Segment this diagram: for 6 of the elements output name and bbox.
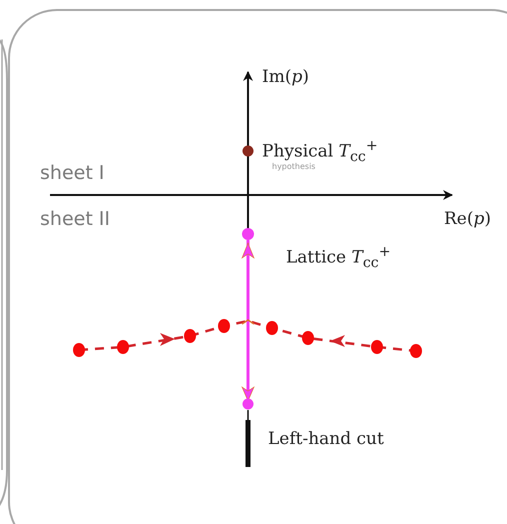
- sheet-label: sheet II: [40, 209, 110, 230]
- note-text: hypothesis: [272, 163, 316, 172]
- cut-label: Left-hand cut: [268, 430, 384, 449]
- axis-label: Re(p): [444, 210, 492, 229]
- sheet-label: sheet I: [40, 163, 104, 184]
- axis-label: Im(p): [262, 68, 309, 87]
